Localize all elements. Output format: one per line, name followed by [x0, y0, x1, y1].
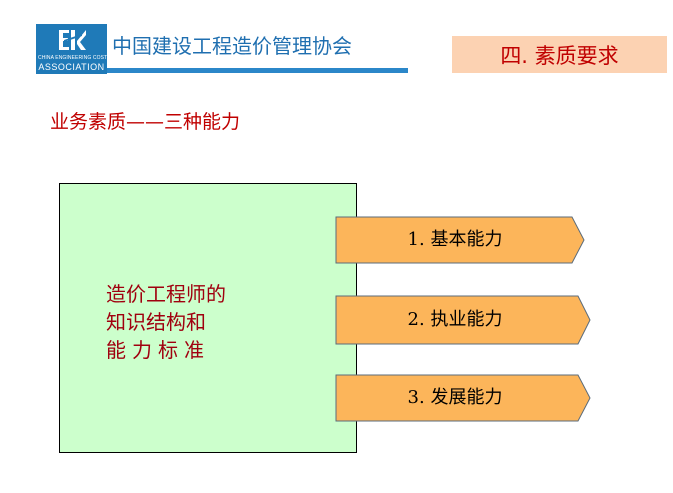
logo-text-line1: CHINA ENGINEERING COST — [38, 55, 107, 61]
header-rule — [107, 68, 408, 73]
slide-subtitle: 业务素质——三种能力 — [50, 111, 241, 133]
main-box-line-2: 知识结构和 — [106, 310, 206, 334]
ability-arrow-1 — [335, 216, 585, 264]
logo-mark-icon — [59, 30, 86, 50]
logo-text-line2: ASSOCIATION — [38, 62, 105, 72]
ability-label-3: 3. 发展能力 — [407, 387, 503, 408]
ability-label-1: 1. 基本能力 — [407, 229, 503, 250]
association-logo: CHINA ENGINEERING COST ASSOCIATION — [36, 24, 107, 74]
knowledge-structure-text: 造价工程师的 知识结构和 能力标准 — [106, 280, 226, 364]
organization-name: 中国建设工程造价管理协会 — [112, 34, 352, 58]
main-box-line-1: 造价工程师的 — [106, 282, 226, 306]
ability-label-2: 2. 执业能力 — [407, 309, 503, 330]
main-box-line-3: 能力标准 — [106, 338, 210, 362]
ability-arrow-2 — [335, 295, 591, 345]
section-badge: 四. 素质要求 — [452, 36, 667, 73]
ability-arrow-3 — [335, 374, 591, 422]
